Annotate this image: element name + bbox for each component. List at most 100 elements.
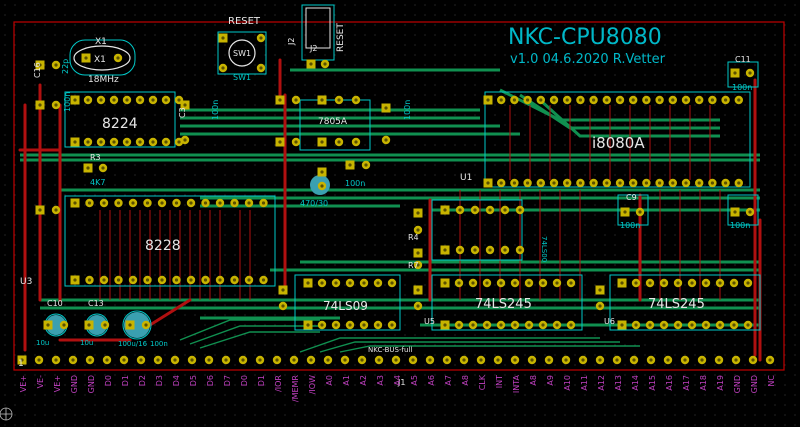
c5-value: 100n [345,179,365,188]
board-outline [13,21,785,371]
pad-hole [526,98,530,102]
bus-pin-label: D3 [155,375,164,386]
pad-hole [618,181,622,185]
bus-pin-label: VE+ [19,375,28,392]
r3-value: 4K7 [90,178,105,187]
pad-hole [334,281,338,285]
pad-hole [320,170,324,174]
pad-hole [99,140,103,144]
pad-hole [354,98,358,102]
pad-hole [102,201,106,205]
pad-hole [278,140,282,144]
u3-label: U3 [20,277,32,287]
pad-hole [676,323,680,327]
pad-hole [103,323,107,327]
bus-pin-label: A7 [444,375,453,386]
bus-pin-label: D7 [223,375,232,386]
pad-hole [138,98,142,102]
pad-hole [156,358,160,362]
r3-label: R3 [90,153,101,162]
bus-pin-label: A8 [461,375,470,386]
pad-hole [513,323,517,327]
pad-hole [732,323,736,327]
pad-hole [479,358,483,362]
pad-hole [697,181,701,185]
pad-hole [530,358,534,362]
pad-hole [151,140,155,144]
pad-hole [513,281,517,285]
pad-hole [499,281,503,285]
pad-hole [411,358,415,362]
ic-7805-label: 7805A [318,117,348,127]
pad-hole [649,358,653,362]
pad-hole [86,140,90,144]
pad-hole [620,281,624,285]
pad-hole [671,181,675,185]
pad-hole [281,288,285,292]
pad-hole [569,323,573,327]
pad-hole [565,181,569,185]
pad-hole [376,323,380,327]
pad-hole [631,98,635,102]
pad-hole [445,358,449,362]
pad-hole [704,281,708,285]
pad-hole [151,98,155,102]
u1-label: U1 [460,173,472,183]
pad-hole [384,138,388,142]
pad-hole [564,358,568,362]
pad-hole [38,63,42,67]
bus-pin-label: D2 [138,375,147,386]
pad-hole [751,358,755,362]
pad-hole [527,323,531,327]
pad-hole [348,163,352,167]
switch-body [228,39,256,67]
pad-hole [71,358,75,362]
c16-label: C16 [33,62,42,78]
pad-hole [306,323,310,327]
bus-pin-label: GND [733,375,742,393]
pad-hole [354,140,358,144]
pad-hole [203,201,208,205]
pad-hole [458,248,462,252]
pad-hole [733,71,737,75]
pad-hole [292,358,296,362]
pad-hole [592,181,596,185]
pad-hole [552,98,556,102]
pad-hole [320,98,324,102]
pad-hole [87,323,91,327]
bus-pin-label: A0 [325,375,334,386]
pad-hole [183,103,187,107]
origin-marker [0,407,13,421]
pad-hole [384,106,388,110]
pad-hole [261,278,266,282]
pad-hole [73,201,77,205]
pad-hole [190,358,194,362]
pad-hole [376,281,380,285]
pad-hole [54,358,58,362]
pad-hole [623,210,627,214]
pad-hole [326,358,330,362]
pad-hole [20,358,24,362]
pad-hole [428,358,432,362]
pad-hole [658,181,662,185]
pad-hole [513,358,517,362]
pad-hole [598,358,602,362]
pad-hole [684,98,688,102]
pad-hole [362,323,366,327]
pad-hole [102,278,106,282]
pad-hole [278,98,282,102]
pad-hole [488,248,492,252]
reset-label: RESET [228,16,261,27]
pad-hole [734,358,738,362]
pad-hole [348,281,352,285]
ic-74ls09-label: 74LS09 [323,299,368,313]
bus-pin-label: D0 [240,375,249,386]
bus-pin-label: A12 [597,375,606,391]
pad-hole [86,98,90,102]
crystal-body [73,45,131,71]
c16-value: 22p [61,59,70,74]
pad-hole [54,103,58,107]
ic-74ls245-b-label: 74LS245 [648,297,705,312]
